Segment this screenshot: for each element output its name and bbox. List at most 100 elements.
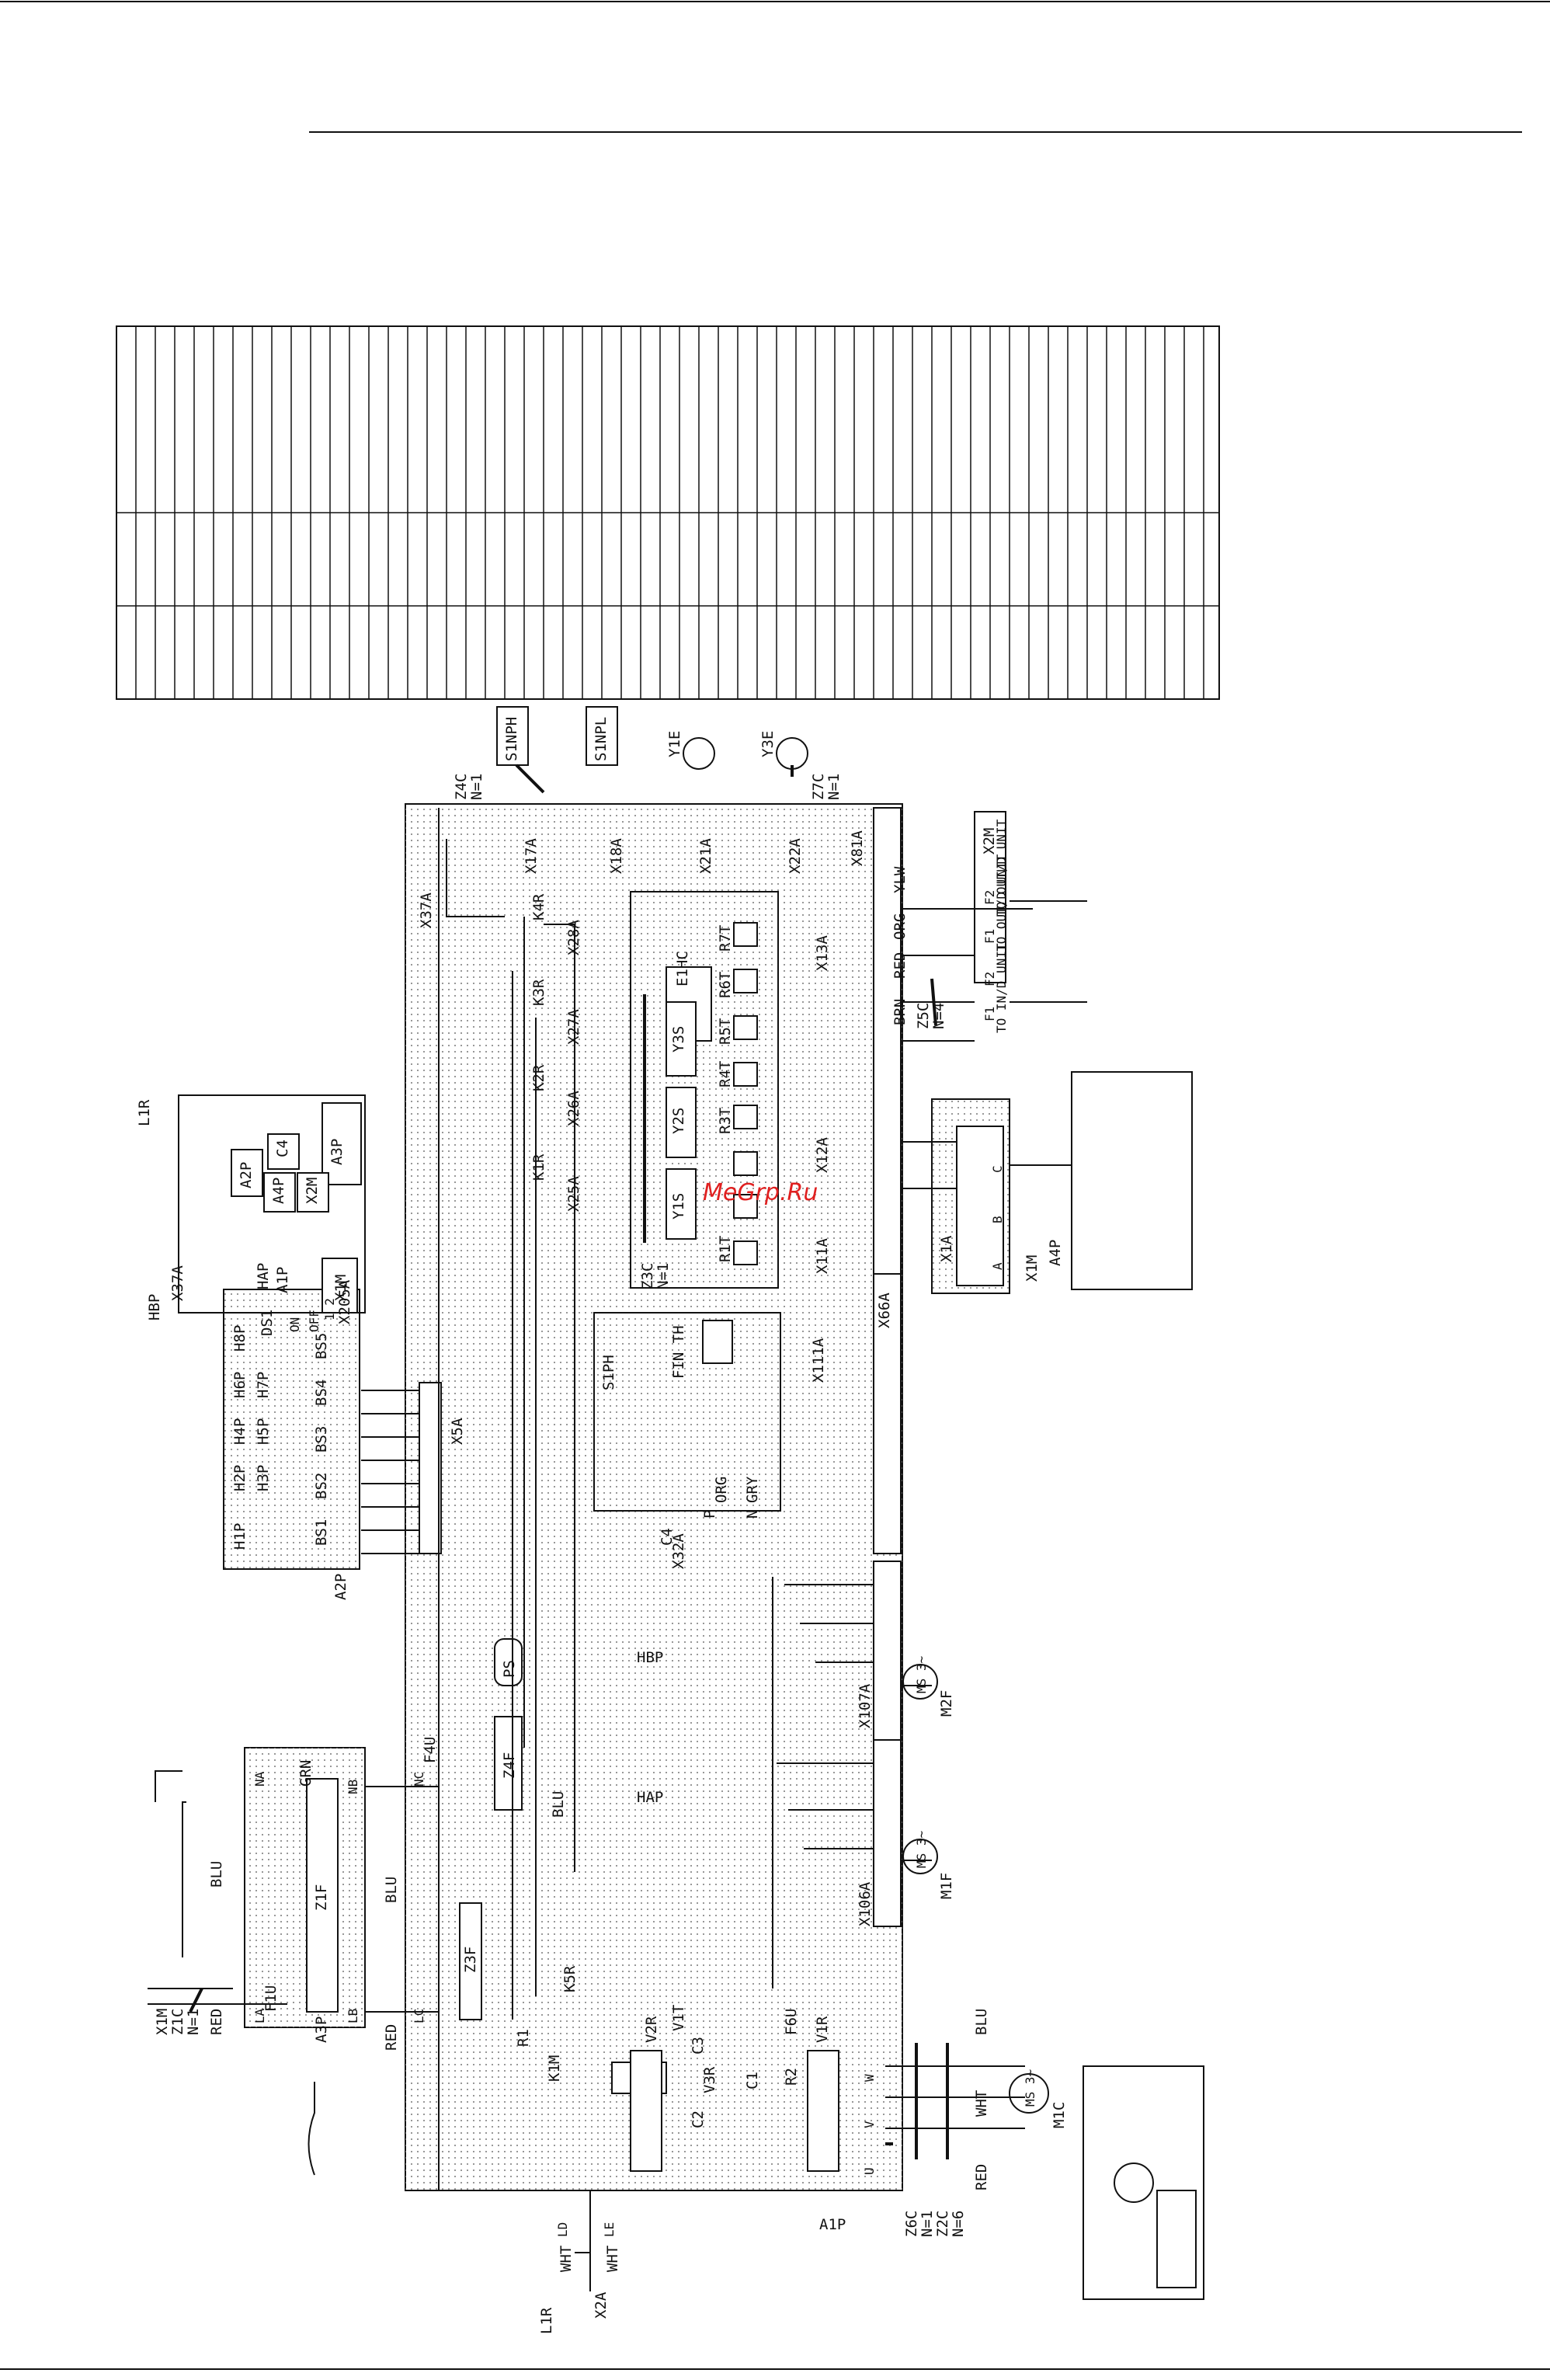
label-n: N xyxy=(744,1510,761,1519)
legend-table xyxy=(116,325,1220,700)
label-r1t: R1T xyxy=(717,1236,734,1262)
label-v3r: V3R xyxy=(701,2066,718,2093)
label-h8p: H8P xyxy=(231,1325,248,1352)
label-x18a: X18A xyxy=(608,838,625,874)
connector-x5a xyxy=(419,1382,442,1554)
label-a1p-mini: A1P xyxy=(274,1267,291,1293)
wiring xyxy=(148,764,1087,2291)
label-term-lb: LB xyxy=(346,2009,360,2023)
label-wire-wht-m1c: WHT xyxy=(973,2090,990,2117)
label-s1npl: S1NPL xyxy=(593,717,610,761)
label-e1hc: E1HC xyxy=(674,951,691,986)
label-x2m-f1b: F1 xyxy=(982,929,997,944)
label-wire-blu-in: BLU xyxy=(208,1861,225,1888)
thermistor-box xyxy=(733,1062,758,1087)
label-z4f: Z4F xyxy=(501,1752,518,1779)
label-x28a: X28A xyxy=(565,920,582,955)
label-ds1-off: OFF xyxy=(307,1310,321,1332)
label-x37a-main: X37A xyxy=(418,893,435,928)
label-x26a: X26A xyxy=(565,1091,582,1126)
label-wire-brn: BRN xyxy=(891,999,909,1025)
label-x17a: X17A xyxy=(523,838,540,874)
label-wire-red-m1c: RED xyxy=(973,2164,990,2190)
label-x1m: X1M xyxy=(154,2009,171,2035)
label-x2m-indoor: TO IN/D UNIT xyxy=(994,943,1009,1033)
label-y1e: Y1E xyxy=(666,731,683,757)
label-term-u: U xyxy=(862,2167,877,2175)
label-z2c-n: N=6 xyxy=(950,2211,967,2237)
label-bs4: BS4 xyxy=(313,1380,330,1406)
label-v1r: V1R xyxy=(814,2016,831,2043)
label-a1p: A1P xyxy=(819,2216,846,2233)
label-term-le: LE xyxy=(602,2222,617,2237)
label-r5t: R5T xyxy=(717,1018,734,1045)
label-p: P xyxy=(701,1510,718,1519)
label-ds1: DS1 xyxy=(259,1310,276,1336)
label-l1r: L1R xyxy=(538,2307,555,2334)
label-c2: C2 xyxy=(690,2110,707,2128)
label-l1r-mini: L1R xyxy=(136,1099,153,1126)
label-y3e: Y3E xyxy=(759,731,777,757)
label-wire-red-a3p: RED xyxy=(383,2024,400,2051)
motor-m1f xyxy=(902,1839,938,1874)
label-a2p-mini: A2P xyxy=(238,1162,255,1188)
label-f4u: F4U xyxy=(422,1737,439,1763)
label-term-lc: LC xyxy=(412,2009,426,2023)
s1ph-switch xyxy=(702,1320,733,1364)
watermark: MeGrp.Ru xyxy=(703,1179,818,1206)
label-ps: PS xyxy=(501,1660,518,1678)
label-wire-wht-1: WHT xyxy=(558,2246,575,2272)
label-z1c: Z1C xyxy=(169,2009,186,2035)
motor-y3e xyxy=(776,737,808,770)
z4f-block xyxy=(494,1716,523,1811)
y2s-solenoid xyxy=(666,1087,697,1158)
motor-m1c xyxy=(1009,2073,1049,2114)
label-f1u: F1U xyxy=(262,1985,280,2012)
label-x66a: X66A xyxy=(876,1293,893,1328)
label-bs5: BS5 xyxy=(313,1333,330,1359)
label-k1r: K1R xyxy=(530,1153,547,1181)
label-hap-ind: HAP xyxy=(637,1789,663,1806)
label-h7p: H7P xyxy=(255,1372,272,1398)
mini-pcb-block xyxy=(178,1094,366,1314)
label-term-c: C xyxy=(990,1165,1005,1173)
m1c-info-box xyxy=(1083,2065,1204,2300)
thermistor-box xyxy=(733,1151,758,1176)
label-term-a: A xyxy=(990,1262,1005,1270)
label-z4c-n: N=1 xyxy=(468,774,485,800)
label-x2m-mini: X2M xyxy=(304,1178,321,1204)
labels: A1P A2P A3P A4P X1M X2M X37A HBP HAP A1P… xyxy=(136,717,1068,2334)
a4p-terminal-x1m xyxy=(956,1126,1004,1286)
label-term-v: V xyxy=(862,2121,877,2128)
label-f6u: F6U xyxy=(783,2009,800,2035)
label-bs1: BS1 xyxy=(313,1519,330,1546)
label-r7t: R7T xyxy=(717,925,734,952)
label-s1ph: S1PH xyxy=(600,1355,617,1390)
a4p-mini xyxy=(263,1172,296,1213)
label-x106a: X106A xyxy=(857,1881,874,1926)
label-x21a: X21A xyxy=(697,838,714,874)
x2m-terminal xyxy=(974,811,1006,983)
label-h3p: H3P xyxy=(255,1465,272,1491)
label-r4t: R4T xyxy=(717,1061,734,1087)
thermistor-group xyxy=(733,922,758,1265)
v2r-block xyxy=(630,2050,662,2172)
label-fin-th: FIN TH xyxy=(670,1325,687,1379)
label-h5p: H5P xyxy=(255,1418,272,1445)
label-bs2: BS2 xyxy=(313,1473,330,1499)
label-a4p: A4P xyxy=(1047,1240,1064,1266)
label-ds1-on: ON xyxy=(287,1317,302,1332)
label-term-ld: LD xyxy=(555,2222,570,2237)
label-c4-mini: C4 xyxy=(274,1140,291,1157)
label-x205a: X205A xyxy=(336,1279,353,1324)
label-x11a: X11A xyxy=(814,1238,831,1274)
label-ms-m1c: MS 3~ xyxy=(1023,2069,1037,2107)
label-z6c-n: N=1 xyxy=(919,2211,936,2237)
label-x5a: X5A xyxy=(449,1418,466,1445)
label-k3r: K3R xyxy=(530,979,547,1006)
label-z1c-n: N=1 xyxy=(185,2009,202,2035)
label-wire-blu-m1c: BLU xyxy=(973,2009,990,2035)
label-x2m-f2a: F2 xyxy=(982,972,997,986)
label-k2r: K2R xyxy=(530,1064,547,1091)
label-y2s: Y2S xyxy=(670,1108,687,1134)
